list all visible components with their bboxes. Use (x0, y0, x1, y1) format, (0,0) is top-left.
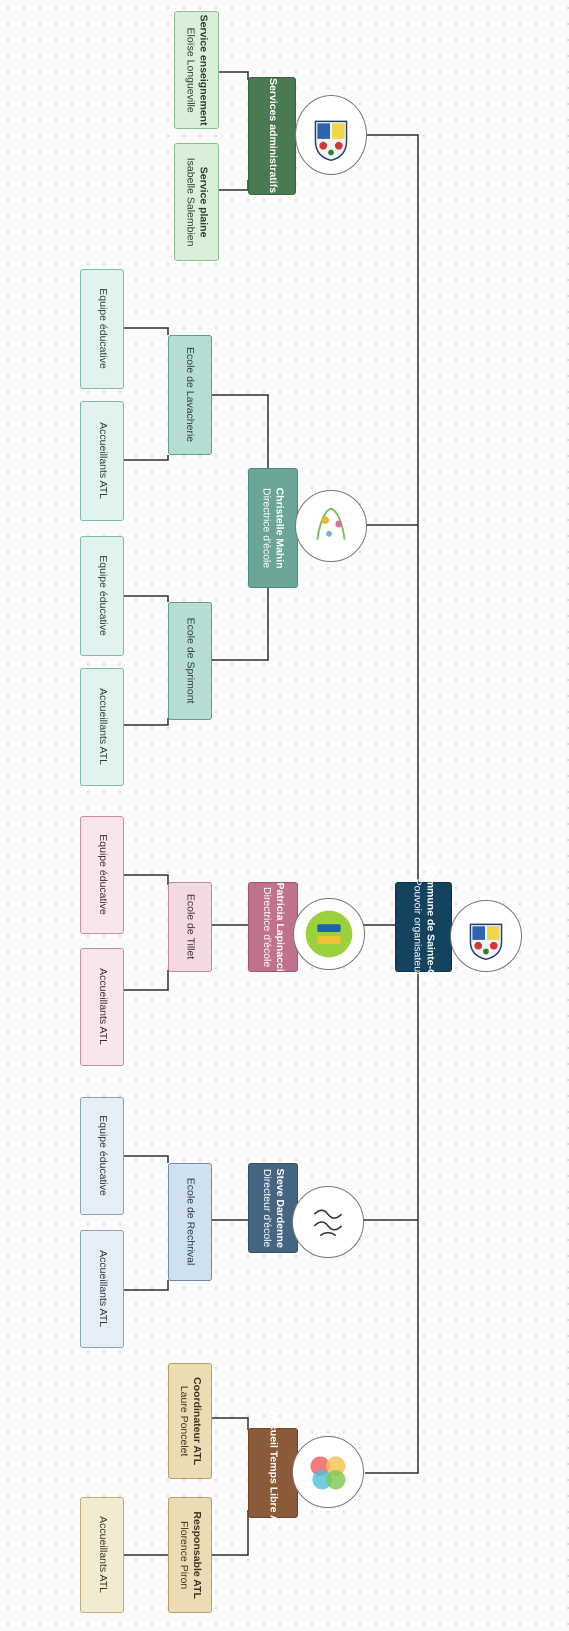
branch-line (122, 874, 169, 885)
team-node[interactable]: Equipe éducative (80, 536, 124, 656)
branch-line (122, 595, 169, 602)
team-node[interactable]: Equipe éducative (80, 1097, 124, 1215)
team-label: Equipe éducative (96, 834, 109, 916)
node-title: Responsable ATL (191, 1511, 204, 1599)
school-logo-icon (316, 507, 346, 540)
node-person: Isabelle Salembien (184, 157, 197, 247)
director-role: Directrice d'école (261, 487, 274, 569)
team-node[interactable]: Accueillants ATL (80, 948, 124, 1066)
node-title: Service enseignement (197, 14, 210, 126)
school-node-tillet[interactable]: Ecole de Tillet (168, 882, 212, 972)
team-label: Accueillants ATL (96, 968, 109, 1046)
school-name: Ecole de Lavacherie (184, 347, 197, 443)
branch-line (212, 1417, 249, 1430)
team-label: Accueillants ATL (96, 688, 109, 766)
team-label: Accueillants ATL (96, 1516, 109, 1594)
commune-logo-top (295, 95, 367, 175)
school-name: Ecole de Sprimont (184, 618, 197, 704)
school-logo-icon (313, 1209, 343, 1237)
school-node-lavacherie[interactable]: Ecole de Lavacherie (168, 335, 212, 455)
rainbow-logo-icon (310, 1456, 346, 1490)
director-name: Steve Dardenne (274, 1168, 287, 1248)
team-node[interactable]: Accueillants ATL (80, 668, 124, 786)
director-role: Directeur d'école (261, 1168, 273, 1248)
node-title: Service plaine (197, 166, 210, 238)
team-node[interactable]: Accueillants ATL (80, 1230, 124, 1348)
team-label: Equipe éducative (96, 1115, 109, 1197)
branch-line (122, 718, 169, 726)
director-role: Directrice d'école (261, 886, 274, 968)
admin-title: Services administratifs (266, 78, 279, 194)
team-label: Accueillants ATL (96, 422, 109, 500)
team-node[interactable]: Accueillants ATL (80, 1497, 124, 1613)
root-title: Commune de Sainte-Ode (424, 864, 437, 990)
team-node[interactable]: Equipe éducative (80, 816, 124, 934)
school-name: Ecole de Tillet (184, 894, 197, 960)
branch-line (210, 394, 269, 470)
branch-line (122, 327, 169, 335)
director-name: Christelle Mahin (274, 487, 287, 569)
coat-of-arms-icon (469, 923, 503, 961)
root-subtitle: Pouvoir organisateur (411, 878, 424, 976)
atl-title: Accueil Temps Libre ATL (267, 1410, 280, 1536)
branch-line (122, 970, 169, 991)
atl-node[interactable]: Accueil Temps Libre ATL (248, 1411, 298, 1535)
node-person: Laure Poncelet (178, 1385, 191, 1457)
rechrival-logo (292, 1186, 364, 1258)
director-name: Patricia Lapinacci (274, 882, 287, 972)
school-node-sprimont[interactable]: Ecole de Sprimont (168, 602, 212, 720)
tillet-logo (293, 898, 365, 970)
branch-line (122, 1155, 169, 1163)
commune-logo (450, 900, 522, 972)
school-name: Ecole de Rechrival (184, 1178, 197, 1266)
team-label: Equipe éducative (96, 288, 109, 370)
team-label: Accueillants ATL (96, 1250, 109, 1328)
team-node[interactable]: Accueillants ATL (80, 401, 124, 521)
node-person: Florence Piron (178, 1520, 191, 1590)
node-title: Coordinateur ATL (191, 1376, 204, 1466)
team-label: Equipe éducative (96, 555, 109, 637)
branch-line (122, 1280, 169, 1291)
coat-of-arms-icon (314, 120, 348, 162)
team-node[interactable]: Equipe éducative (80, 269, 124, 389)
atl-logo (292, 1436, 364, 1508)
node-person: Eloïse Longueville (184, 27, 197, 113)
lavacherie-logo (295, 490, 367, 562)
branch-line (210, 585, 269, 661)
school-node-rechrival[interactable]: Ecole de Rechrival (168, 1163, 212, 1281)
trunk-line (360, 134, 419, 1474)
school-logo-icon (305, 910, 353, 958)
admin-node[interactable]: Services administratifs (248, 77, 296, 195)
branch-line (122, 455, 169, 461)
branch-line (212, 1510, 249, 1556)
